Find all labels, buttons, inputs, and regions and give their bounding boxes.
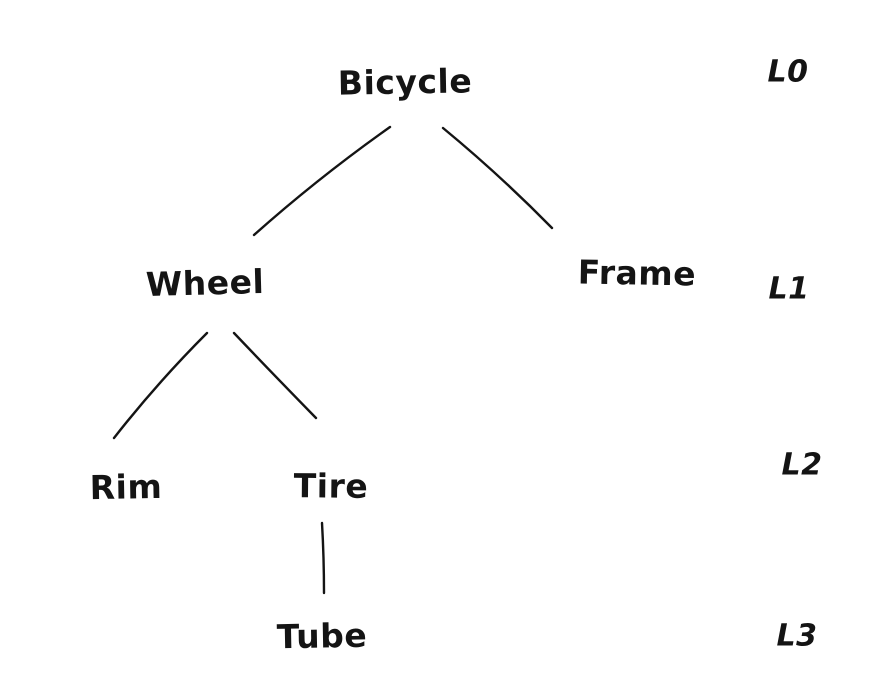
level-label-l3: L3 (776, 618, 818, 654)
node-tire: Tire (293, 466, 369, 506)
node-rim: Rim (89, 466, 163, 508)
node-tube: Tube (276, 615, 368, 657)
edge-tire-tube (320, 521, 326, 595)
level-label-l0: L0 (767, 54, 809, 90)
edge-wheel-tire (232, 331, 318, 420)
level-label-l2: L2 (781, 447, 823, 483)
node-frame: Frame (577, 252, 697, 294)
edge-bicycle-frame (441, 126, 554, 230)
level-label-l1: L1 (768, 271, 810, 307)
edge-wheel-rim (112, 331, 209, 440)
edge-bicycle-wheel (252, 125, 392, 237)
node-bicycle: Bicycle (337, 61, 473, 103)
node-wheel: Wheel (145, 261, 265, 305)
